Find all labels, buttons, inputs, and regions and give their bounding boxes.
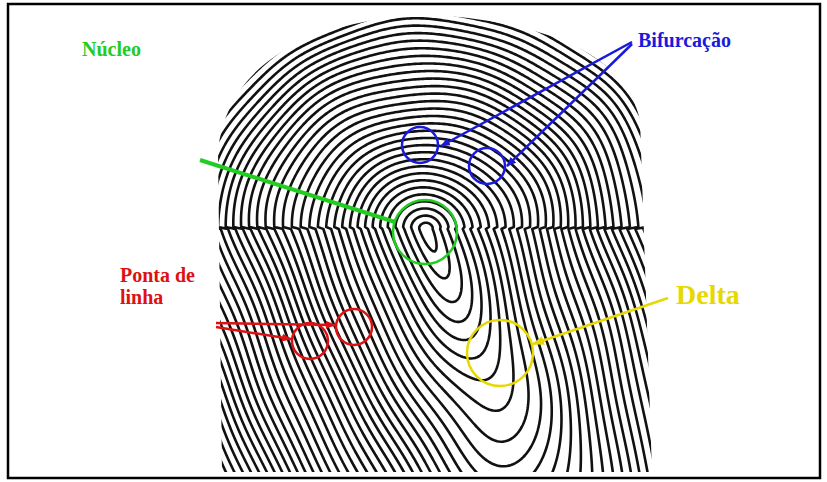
ridge-line: [190, 467, 196, 480]
ridge-line: [190, 8, 670, 480]
ridge-line: [190, 8, 670, 480]
leader-lines: [200, 42, 668, 344]
ridge-line: [190, 8, 670, 480]
leader-line: [507, 44, 632, 166]
ridge-line: [190, 8, 670, 480]
ridge-line: [190, 8, 670, 480]
ridge-line: [190, 8, 670, 480]
ridge-line: [190, 8, 670, 480]
frame: [8, 4, 820, 478]
ridge-line: [190, 8, 670, 480]
ridge-line: [190, 8, 670, 480]
ridge-line: [190, 8, 670, 480]
annotation-label: Delta: [674, 280, 742, 311]
ridge-line: [190, 8, 670, 480]
ridge-line: [190, 8, 670, 480]
ridge-line: [190, 8, 670, 480]
ridge-line: [190, 8, 670, 480]
bifurcation-circle: [402, 127, 438, 163]
ridge-line: [190, 8, 670, 480]
bifurcation-circle: [469, 148, 505, 184]
ridge-line: [190, 8, 670, 480]
ridge-line: [190, 8, 670, 480]
ridge-line: [190, 8, 670, 480]
ridge-line: [190, 8, 670, 480]
ridge-line: [190, 8, 670, 480]
ridge-line: [190, 8, 670, 480]
ridge-line: [190, 8, 670, 480]
ridge-line: [190, 8, 670, 480]
fingerprint-ridges: [190, 8, 670, 480]
annotation-label: Núcleo: [80, 38, 143, 60]
ridge-line: [190, 8, 670, 480]
ridge-line: [190, 8, 670, 480]
leader-line: [441, 42, 632, 146]
ridge-line: [190, 8, 670, 480]
ridge-line: [190, 8, 670, 480]
ridge-line: [190, 8, 670, 480]
delta-circle: [467, 320, 533, 386]
ridge-line: [190, 8, 670, 480]
leader-line: [200, 160, 395, 222]
leader-line: [216, 327, 291, 339]
ridge-ending-circle: [336, 309, 372, 345]
ridge-line: [190, 8, 670, 480]
ridge-line: [190, 8, 670, 480]
ridge-line: [190, 8, 670, 480]
core-circle: [393, 200, 457, 264]
ridge-line: [190, 8, 670, 480]
ridge-line: [190, 8, 670, 480]
ridge-line: [190, 8, 670, 480]
ridge-line: [190, 8, 670, 480]
annotation-label: Ponta de linha: [118, 264, 216, 308]
markers: [292, 127, 533, 386]
leader-line: [533, 298, 668, 344]
ridge-ending-circle: [292, 323, 328, 359]
ridge-line: [190, 8, 670, 480]
ridge-line: [190, 8, 670, 480]
ridge-line: [190, 8, 670, 480]
leader-line: [216, 323, 335, 325]
annotation-label: Bifurcação: [636, 29, 733, 51]
ridge-line: [190, 8, 670, 480]
ridge-line: [190, 8, 670, 480]
ridge-line: [190, 8, 670, 480]
